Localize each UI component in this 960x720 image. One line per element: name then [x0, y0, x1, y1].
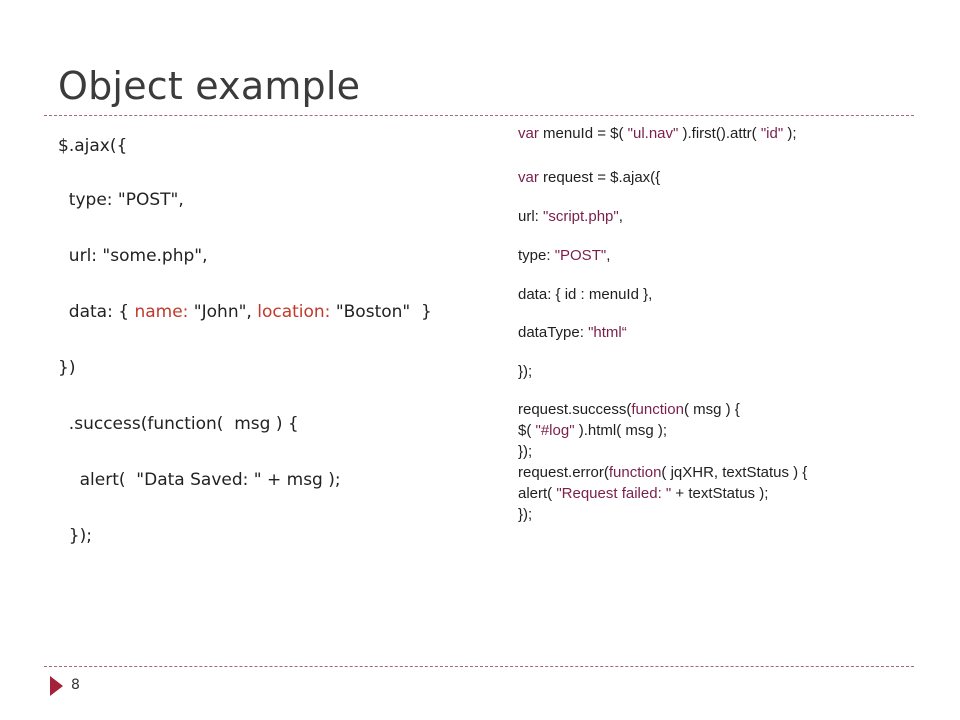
- code-segment: + textStatus );: [671, 485, 769, 502]
- code-segment: );: [783, 125, 797, 142]
- code-segment: "John",: [188, 302, 258, 322]
- code-line: url: "script.php",: [518, 208, 623, 225]
- keyword: function: [631, 401, 684, 418]
- bottom-divider: [44, 666, 914, 667]
- string-literal: "script.php": [543, 208, 619, 225]
- code-line: type: "POST",: [518, 247, 610, 264]
- code-segment: request.error(: [518, 464, 609, 481]
- code-line: var menuId = $( "ul.nav" ).first().attr(…: [518, 125, 797, 142]
- keyword: function: [608, 464, 662, 481]
- code-segment: alert(: [518, 485, 557, 502]
- code-segment: request.success(: [518, 401, 632, 418]
- code-segment: url:: [518, 208, 544, 225]
- code-segment: "Boston" }: [330, 302, 432, 322]
- code-line: type: "POST",: [58, 190, 184, 210]
- string-literal: "Request failed: ": [556, 485, 672, 502]
- code-segment: menuId = $(: [538, 125, 628, 142]
- string-literal: "id": [760, 125, 784, 142]
- code-segment: dataType:: [518, 324, 589, 341]
- code-segment: ).first().attr(: [678, 125, 761, 142]
- code-line: request.success(function( msg ) {: [518, 401, 740, 418]
- code-line: data: { name: "John", location: "Boston"…: [58, 302, 432, 322]
- code-segment: data: {: [58, 302, 135, 322]
- code-line: $.ajax({: [58, 136, 128, 156]
- code-segment: ).html( msg );: [574, 422, 668, 439]
- code-line: });: [518, 363, 533, 380]
- code-line: }): [58, 358, 76, 378]
- code-line: var request = $.ajax({: [518, 169, 660, 186]
- keyword: var: [518, 169, 539, 186]
- code-segment: $(: [518, 422, 536, 439]
- triangle-bullet-icon: [50, 676, 63, 696]
- code-line: });: [58, 526, 92, 546]
- code-line: });: [518, 443, 533, 460]
- property-key-location: location:: [257, 302, 331, 322]
- top-divider: [44, 115, 914, 116]
- slide-title: Object example: [58, 64, 361, 108]
- code-segment: ( msg ) {: [683, 401, 740, 418]
- code-segment: type:: [518, 247, 555, 264]
- code-segment: ,: [618, 208, 623, 225]
- code-line: url: "some.php",: [58, 246, 208, 266]
- string-literal: "#log": [535, 422, 575, 439]
- code-line: alert( "Data Saved: " + msg );: [58, 470, 341, 490]
- string-literal: "html“: [588, 324, 627, 341]
- code-line: data: { id : menuId },: [518, 286, 653, 303]
- code-line: });: [518, 506, 533, 523]
- property-key-name: name:: [134, 302, 189, 322]
- string-literal: "POST": [554, 247, 607, 264]
- code-segment: ,: [606, 247, 611, 264]
- page-number: 8: [71, 677, 80, 693]
- code-line: $( "#log" ).html( msg );: [518, 422, 667, 439]
- code-line: .success(function( msg ) {: [58, 414, 299, 434]
- string-literal: "ul.nav": [627, 125, 679, 142]
- code-segment: ( jqXHR, textStatus ) {: [661, 464, 808, 481]
- keyword: var: [518, 125, 539, 142]
- code-line: alert( "Request failed: " + textStatus )…: [518, 485, 768, 502]
- code-segment: request = $.ajax({: [538, 169, 661, 186]
- code-line: dataType: "html“: [518, 324, 627, 341]
- code-line: request.error(function( jqXHR, textStatu…: [518, 464, 807, 481]
